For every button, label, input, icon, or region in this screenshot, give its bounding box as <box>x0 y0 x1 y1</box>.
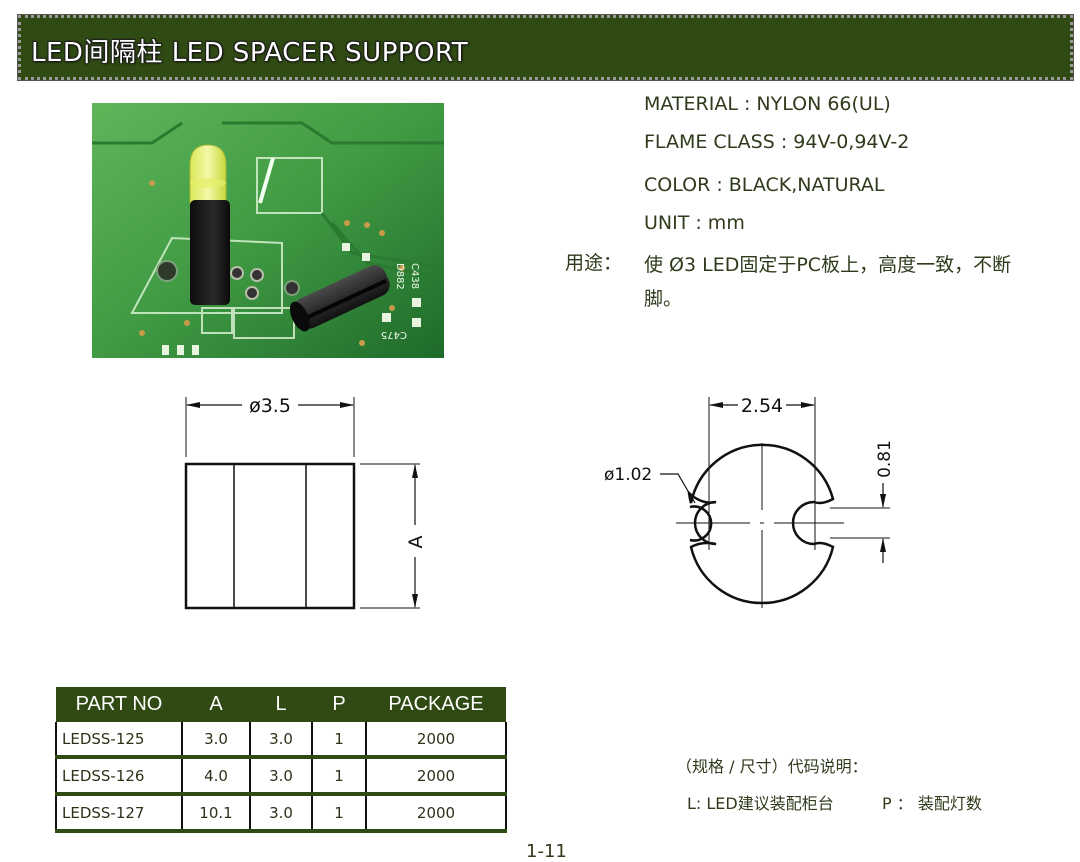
table-row: LEDSS-126 4.0 3.0 1 2000 <box>55 757 507 796</box>
table-row: LEDSS-125 3.0 3.0 1 2000 <box>55 722 507 759</box>
col-header-part-no: PART NO <box>56 687 182 722</box>
spacer-top-profile <box>687 443 835 605</box>
col-header-package: PACKAGE <box>366 687 506 722</box>
svg-text:C475: C475 <box>381 329 407 340</box>
col-header-a: A <box>182 687 250 722</box>
cell-l: 3.0 <box>249 794 313 833</box>
svg-text:C438: C438 <box>409 263 420 289</box>
cell-part-no: LEDSS-127 <box>55 794 183 833</box>
hole-diameter-label: ø1.02 <box>604 465 652 485</box>
parts-table: PART NO A L P PACKAGE LEDSS-125 3.0 3.0 … <box>55 687 507 833</box>
top-view-drawing: 2.54 ø1.02 0.81 <box>604 395 895 608</box>
cell-a: 3.0 <box>181 722 251 759</box>
cell-a: 4.0 <box>181 757 251 796</box>
hole-leader-line <box>660 473 696 504</box>
spacer-outline <box>184 462 356 610</box>
table-header-row: PART NO A L P PACKAGE <box>56 687 506 722</box>
code-legend-l: L: LED建议装配柜台 <box>687 794 834 813</box>
cell-a: 10.1 <box>181 794 251 833</box>
use-label: 用途： <box>565 252 623 274</box>
page-number: 1-11 <box>526 841 567 862</box>
cell-package: 2000 <box>365 757 507 796</box>
pcb-photo-illustration: C475 C438 D882 <box>92 103 444 358</box>
spec-unit: UNIT : mm <box>644 212 745 234</box>
spec-flame-class: FLAME CLASS : 94V-0,94V-2 <box>644 131 910 153</box>
cell-p: 1 <box>311 757 367 796</box>
cell-p: 1 <box>311 794 367 833</box>
cell-package: 2000 <box>365 722 507 759</box>
slot-width-label: 0.81 <box>875 440 895 478</box>
cell-l: 3.0 <box>249 722 313 759</box>
page-title: LED间隔柱 LED SPACER SUPPORT <box>31 38 469 68</box>
use-description: 使 Ø3 LED固定于PC板上，高度一致，不断脚。 <box>644 254 1012 310</box>
side-view-drawing: ø3.5 A <box>184 395 427 610</box>
col-header-p: P <box>312 687 366 722</box>
svg-text:D882: D882 <box>394 263 405 290</box>
spec-material: MATERIAL : NYLON 66(UL) <box>644 93 891 115</box>
spec-color: COLOR : BLACK,NATURAL <box>644 174 885 196</box>
cell-part-no: LEDSS-125 <box>55 722 183 759</box>
pitch-label: 2.54 <box>741 395 783 417</box>
col-header-l: L <box>250 687 312 722</box>
cell-l: 3.0 <box>249 757 313 796</box>
code-legend-p: P ： 装配灯数 <box>882 794 982 813</box>
cell-part-no: LEDSS-126 <box>55 757 183 796</box>
product-photo: C475 C438 D882 <box>92 103 444 358</box>
code-legend-title: （规格 / 尺寸）代码说明： <box>676 757 868 776</box>
height-label: A <box>405 536 427 549</box>
header-banner: LED间隔柱 LED SPACER SUPPORT <box>17 14 1074 81</box>
cell-package: 2000 <box>365 794 507 833</box>
cell-p: 1 <box>311 722 367 759</box>
table-row: LEDSS-127 10.1 3.0 1 2000 <box>55 794 507 833</box>
diameter-label: ø3.5 <box>249 395 291 417</box>
